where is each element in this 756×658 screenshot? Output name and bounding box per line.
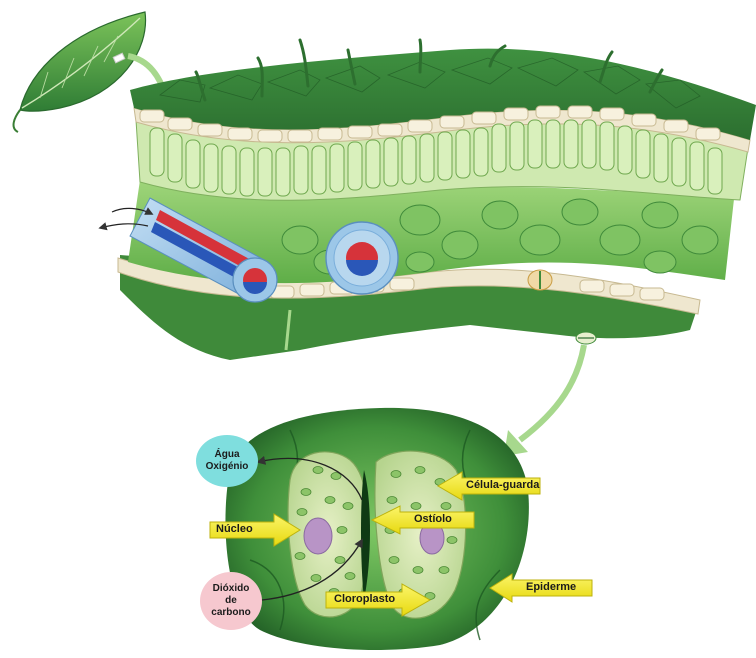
leaf-cross-section [118,40,756,360]
water-oxygen-bubble: Água Oxigénio [196,435,258,487]
label-ostiolo: Ostíolo [414,513,452,525]
label-nucleo: Núcleo [216,523,253,535]
co2-bubble: Dióxido de carbono [200,572,262,630]
label-carbono: carbono [211,607,250,619]
leaf-icon [14,12,146,132]
label-agua: Água [215,449,240,461]
label-de: de [225,595,237,607]
zoom-arrow-stoma [520,345,584,440]
label-dioxido: Dióxido [213,583,250,595]
label-epiderme: Epiderme [526,581,576,593]
label-cloroplasto: Cloroplasto [334,593,395,605]
label-oxigenio: Oxigénio [206,461,249,473]
label-celula-guarda: Célula-guarda [466,479,539,491]
